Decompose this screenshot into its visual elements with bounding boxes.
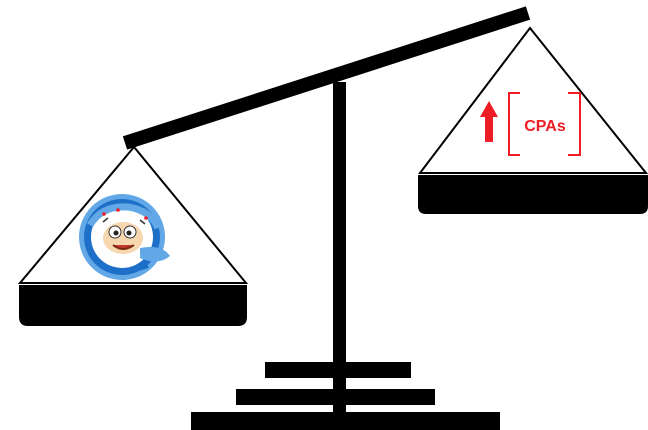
cpas-label-text: CPAs — [524, 118, 566, 135]
right-pan — [418, 175, 648, 214]
scale-pillar — [333, 82, 346, 418]
right-pan-hanger — [420, 28, 646, 173]
left-pan — [19, 285, 247, 326]
